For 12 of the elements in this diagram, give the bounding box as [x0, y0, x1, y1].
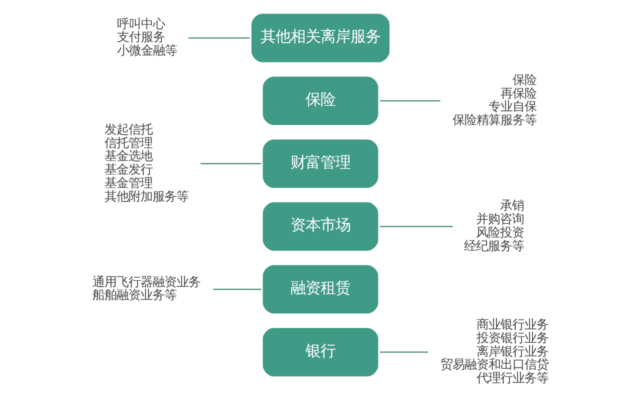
node-text: 商业银行业务 投资银行业务 离岸银行业务 贸易融资和出口信贷 代理行业务等	[440, 318, 548, 386]
connector	[212, 288, 261, 290]
node-text: 保险 再保险 专业自保 保险精算服务等	[452, 72, 536, 128]
connector	[380, 352, 428, 353]
connector	[380, 226, 452, 228]
node-text: 承销 并购咨询 风险投资 经纪服务等	[463, 198, 524, 253]
node-text: 呼叫中心 支付服务 小微金融等	[116, 16, 177, 58]
node-text: 通用飞行器融资业务 船舶融资业务等	[92, 274, 200, 302]
connector	[188, 37, 250, 39]
connector	[200, 163, 261, 164]
node-text: 发起信托 信托管理 基金选地 基金发行 基金管理 其他附加服务等	[104, 122, 188, 204]
connector	[380, 100, 440, 102]
